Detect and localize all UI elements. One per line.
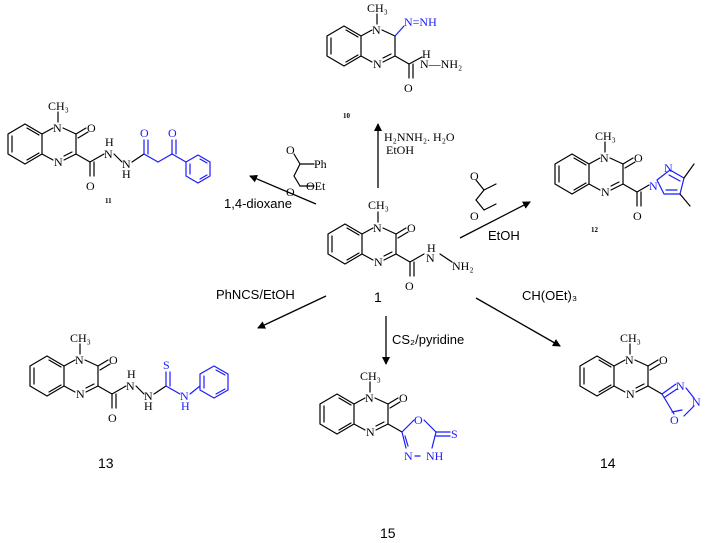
compound-label-12: 12 — [591, 226, 599, 234]
compound-12-n-pyrazole2: N — [664, 161, 673, 175]
reagent-orthoformate: CH(OEt)₃ — [522, 288, 577, 303]
compound-label-14: 14 — [600, 455, 616, 471]
compound-1-hn: H — [427, 241, 436, 255]
compound-11-o1: O — [87, 121, 96, 135]
compound-1-nh2: NH₂ — [452, 259, 474, 273]
compound-13-h3: H — [181, 399, 190, 413]
arrow-to-14 — [475, 297, 561, 347]
compound-11-h1: H — [105, 135, 114, 149]
compound-13-s: S — [163, 358, 170, 372]
compound-13-structure — [29, 343, 229, 409]
compound-15-nh: NH — [426, 449, 444, 463]
compound-11-n5: N — [104, 147, 113, 161]
reagent-acetoacetate-o1: O — [286, 143, 295, 157]
compound-10-o: O — [404, 81, 413, 95]
compound-15-n4: N — [366, 425, 375, 439]
reagent-acetoacetate-o2: O — [286, 185, 295, 199]
compound-13-h2: H — [144, 399, 153, 413]
compound-11-n6: N — [122, 157, 131, 171]
compound-label-15: 15 — [380, 525, 396, 541]
arrow-to-12 — [459, 201, 531, 239]
compound-12-o1: O — [634, 151, 643, 165]
compound-14-methyl: CH₃ — [620, 331, 641, 345]
compound-10-n4: N — [373, 57, 382, 71]
compound-15-n1: N — [365, 391, 374, 405]
compound-11-o3: O — [140, 126, 149, 140]
compound-1-atom-o: O — [407, 221, 416, 235]
compound-1-structure — [327, 211, 453, 277]
compound-12-methyl: CH₃ — [595, 129, 616, 143]
compound-12-structure — [554, 141, 695, 207]
compound-10-azo: N=NH — [404, 15, 437, 29]
reagent-cs2-pyridine: CS₂/pyridine — [392, 332, 464, 347]
compound-14-n4: N — [626, 387, 635, 401]
compound-14-n1: N — [625, 353, 634, 367]
compound-10-methyl: CH₃ — [367, 1, 388, 15]
compound-label-13: 13 — [98, 455, 114, 471]
compound-1-atom-n4: N — [374, 255, 383, 269]
compound-10-h: H — [422, 47, 431, 61]
compound-1-atom-n1: N — [373, 221, 382, 235]
compound-10-n1: N — [372, 23, 381, 37]
reagent-acetylacetone-o1: O — [470, 169, 479, 183]
reagent-dioxane: 1,4-dioxane — [224, 196, 292, 211]
compound-13-methyl: CH₃ — [70, 331, 91, 345]
compound-11-o2: O — [86, 179, 95, 193]
compound-13-n5: N — [126, 379, 135, 393]
reagent-phncs: PhNCS/EtOH — [216, 287, 295, 302]
reagent-acetoacetate-ph: Ph — [314, 157, 327, 171]
compound-label-1: 1 — [374, 289, 382, 305]
reagent-acetoacetate-structure — [293, 153, 315, 187]
compound-label-10: 10 — [343, 112, 351, 120]
reagent-acetylacetone-o2: O — [470, 209, 479, 223]
reagent-ethanol-12: EtOH — [488, 228, 520, 243]
compound-15-structure — [319, 381, 451, 457]
compound-14-n-ring1: N — [676, 379, 685, 393]
compound-13-n4: N — [76, 387, 85, 401]
compound-11-n4: N — [54, 155, 63, 169]
reagent-acetoacetate-oet: OEt — [306, 179, 326, 193]
compound-label-11: 11 — [105, 197, 112, 205]
compound-10-nh2: N—NH₂ — [420, 57, 462, 71]
compound-11-methyl: CH₃ — [48, 99, 69, 113]
compound-15-o-ring: O — [414, 413, 423, 427]
reagent-hydrazine: H₂NNH₂. H₂O — [384, 130, 455, 144]
compound-14-o-ring: O — [670, 413, 679, 427]
compound-13-n6: N — [144, 389, 153, 403]
compound-11-o4: O — [168, 126, 177, 140]
compound-11-h2: H — [122, 167, 131, 181]
compound-14-o1: O — [659, 353, 668, 367]
compound-15-o1: O — [399, 391, 408, 405]
arrow-to-13 — [257, 295, 327, 329]
compound-12-n4: N — [601, 185, 610, 199]
compound-1-atom-o2: O — [405, 279, 414, 293]
compound-15-n-ring1: N — [404, 449, 413, 463]
compound-11-n1: N — [53, 121, 62, 135]
compound-13-h1: H — [127, 367, 136, 381]
compound-12-o2: O — [633, 209, 642, 223]
compound-12-n1: N — [600, 151, 609, 165]
compound-15-s: S — [451, 427, 458, 441]
compound-13-n7: N — [180, 389, 189, 403]
compound-10-structure — [326, 13, 423, 79]
compound-1-methyl: CH₃ — [368, 198, 389, 212]
reagent-acetylacetone-structure — [475, 179, 497, 211]
compound-13-o2: O — [108, 411, 117, 425]
compound-14-n-ring2: N — [692, 395, 701, 409]
reagent-ethanol-10: EtOH — [386, 143, 414, 157]
compound-13-n1: N — [75, 353, 84, 367]
arrow-to-11 — [249, 175, 317, 205]
compound-11-structure — [7, 111, 211, 184]
compound-13-o1: O — [109, 353, 118, 367]
compound-12-n-pyrazole1: N — [649, 179, 658, 193]
compound-14-structure — [579, 343, 695, 417]
compound-15-methyl: CH₃ — [360, 369, 381, 383]
compound-1-n: N — [426, 251, 435, 265]
